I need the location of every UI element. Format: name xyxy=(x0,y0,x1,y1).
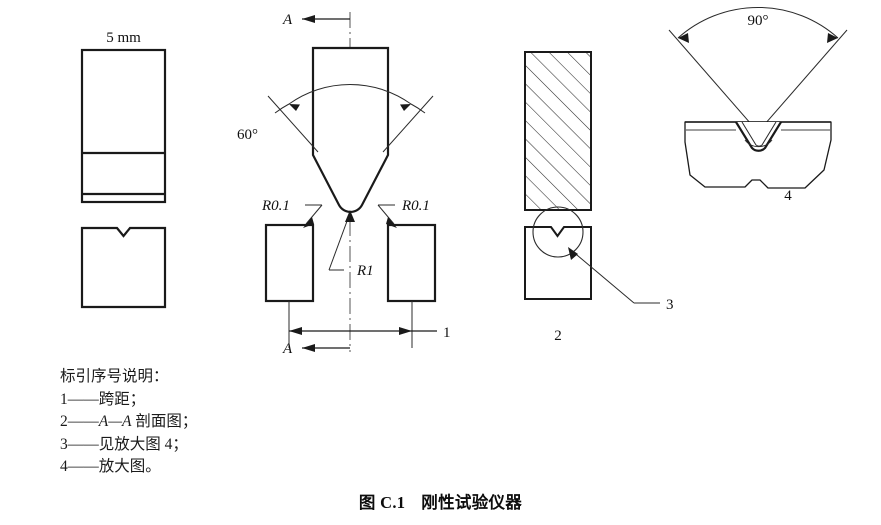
section-notched-block xyxy=(524,226,592,300)
dimension-label-5mm: 5 mm xyxy=(106,30,141,46)
view-section: 3 2 xyxy=(524,51,674,344)
view-label-2: 2 xyxy=(554,328,562,344)
notch-root-arc xyxy=(744,139,773,148)
legend-item-3-dash: —— xyxy=(67,435,99,453)
specimen-upper-body xyxy=(80,48,167,204)
r01-left-arrow xyxy=(303,217,314,228)
view-label-4: 4 xyxy=(784,188,792,204)
detail-circle xyxy=(532,206,584,258)
angle-arrow-left xyxy=(289,104,300,111)
legend-header: 标引序号说明： xyxy=(60,368,169,385)
legend-item-2-section: A—A xyxy=(98,413,132,430)
angle-arc-90 xyxy=(677,6,839,39)
notch-outer-profile xyxy=(735,121,782,152)
legend-item-4: 4——放大图。 xyxy=(60,456,197,479)
figure-caption: 图 C.1 刚性试验仪器 xyxy=(0,489,881,513)
r01-right-leader-d xyxy=(377,204,395,225)
figure-caption-title: 刚性试验仪器 xyxy=(421,493,523,512)
radius-label-left: R0.1 xyxy=(261,198,290,214)
specimen-notched-block xyxy=(80,226,167,309)
angle-arc-tail-left xyxy=(274,103,290,114)
span-arrow-left xyxy=(289,327,302,335)
enlarged-body-outline xyxy=(684,121,832,189)
legend-item-3-text: 见放大图 4； xyxy=(98,435,188,453)
detail-leader-diagonal xyxy=(570,249,635,304)
radius-label-tip: R1 xyxy=(356,263,374,279)
detail-arrow xyxy=(568,247,578,260)
legend-item-3: 3——见放大图 4； xyxy=(60,434,197,457)
section-hatched-body xyxy=(524,51,592,211)
legend-item-1: 1——跨距； xyxy=(60,389,197,412)
anvil-wedge-body xyxy=(311,46,390,214)
section-mark-bottom: A xyxy=(282,341,293,357)
detail-callout-label: 3 xyxy=(666,297,674,313)
angle-label-90: 90° xyxy=(748,13,769,29)
angle90-arrow-left xyxy=(678,33,689,43)
radius-label-right: R0.1 xyxy=(401,198,430,214)
r1-arrow xyxy=(345,210,355,222)
legend-item-4-text: 放大图。 xyxy=(98,458,161,475)
figure-caption-label: 图 C.1 xyxy=(358,493,406,512)
section-arrow-top xyxy=(302,15,315,23)
legend-item-3-num: 3 xyxy=(60,435,68,453)
notch-inner-profile xyxy=(741,121,777,147)
section-mark-top: A xyxy=(282,12,293,28)
legend-item-2-text: 剖面图； xyxy=(131,413,198,430)
legend-item-2-dash: —— xyxy=(67,413,99,430)
v-projection-right xyxy=(757,29,848,133)
legend-block: 标引序号说明： 1——跨距； 2——A—A 剖面图； 3——见放大图 4； 4—… xyxy=(60,366,197,479)
span-arrow-right xyxy=(399,327,412,335)
legend-item-2-num: 2 xyxy=(60,413,68,430)
legend-item-2: 2——A—A 剖面图； xyxy=(60,411,197,434)
support-block-left xyxy=(264,223,315,303)
legend-item-4-num: 4 xyxy=(60,458,68,475)
legend-item-4-dash: —— xyxy=(67,458,99,475)
support-block-right xyxy=(386,223,437,303)
r01-left-leader-d xyxy=(305,204,323,225)
angle-leader-left xyxy=(267,95,319,153)
section-arrow-bottom xyxy=(302,344,315,352)
r01-right-arrow xyxy=(386,217,397,228)
angle-arc-tail-right xyxy=(410,103,426,114)
v-projection-left xyxy=(668,29,759,133)
view-enlarged-detail: 90° 4 xyxy=(668,6,848,204)
legend-item-1-num: 1 xyxy=(60,390,68,408)
view-anvil-front: 60° R0.1 R0.1 R1 xyxy=(237,12,451,357)
angle-label-60: 60° xyxy=(237,127,258,143)
span-label: 1 xyxy=(443,325,451,341)
angle-arc-60 xyxy=(288,83,412,105)
angle-arrow-right xyxy=(400,104,411,111)
legend-item-1-text: 跨距； xyxy=(98,390,146,408)
legend-item-1-dash: —— xyxy=(67,390,99,408)
angle-leader-right xyxy=(382,95,434,153)
view-specimen-side xyxy=(80,48,167,309)
angle90-arrow-right xyxy=(827,33,838,43)
r1-leader-diagonal xyxy=(328,212,351,271)
